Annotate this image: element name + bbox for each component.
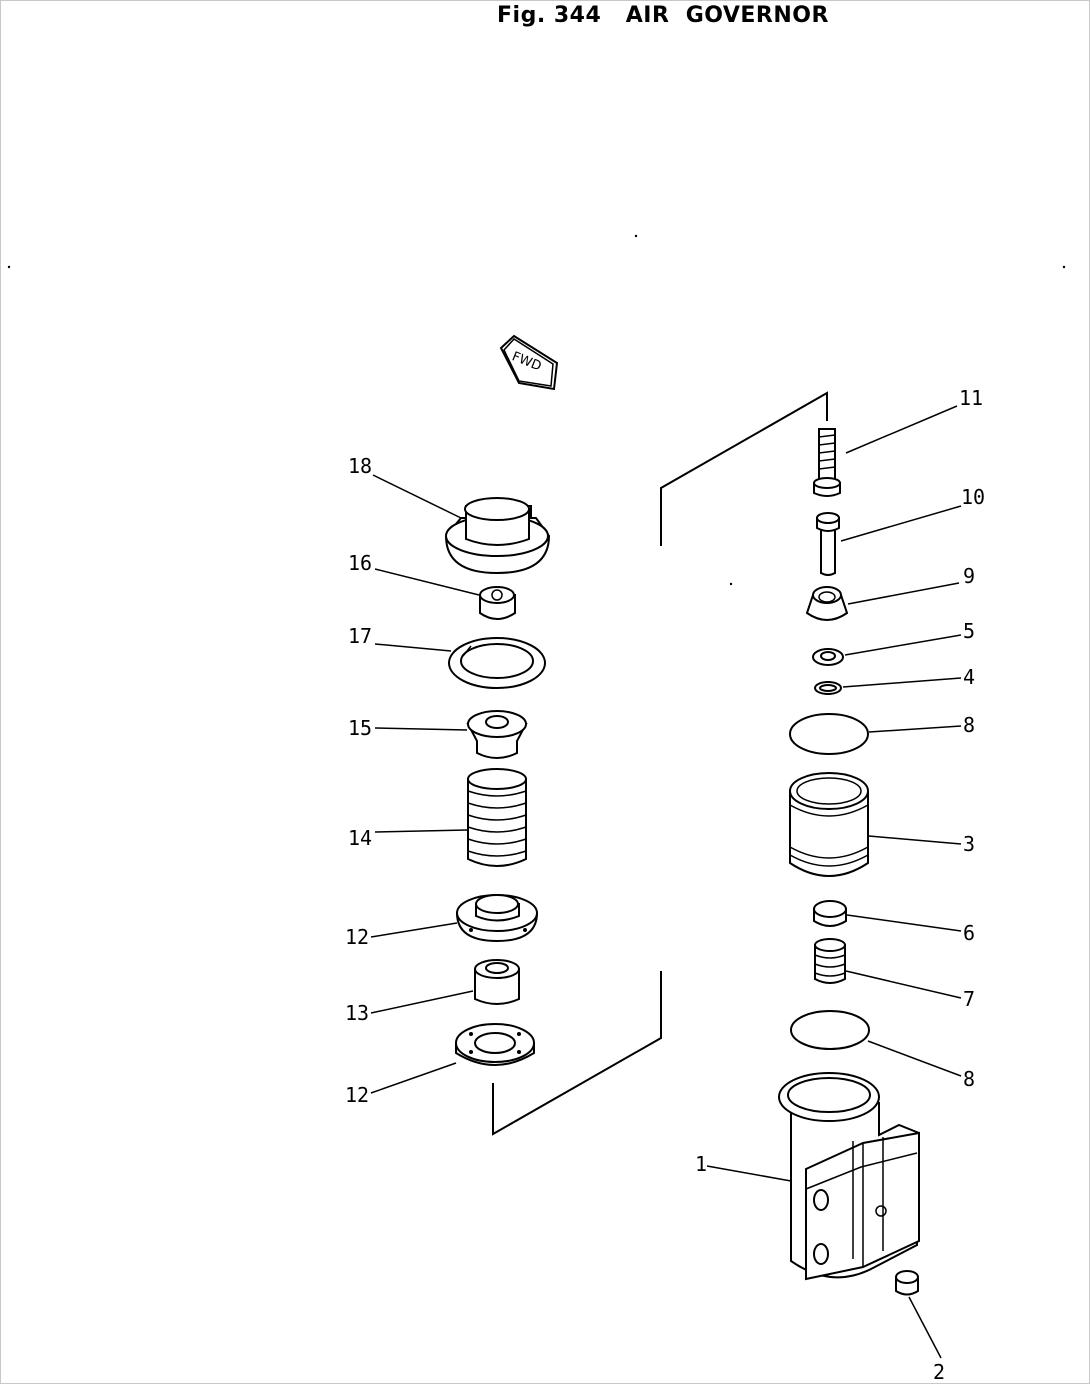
part-14-spring — [467, 768, 527, 867]
figure-title: Fig. 344 AIR GOVERNOR — [497, 3, 829, 28]
callout-5: 5 — [963, 619, 975, 643]
part-5-washer — [812, 648, 844, 666]
callout-12-lower: 12 — [345, 1083, 369, 1107]
callout-17: 17 — [348, 624, 372, 648]
part-7-spring — [814, 938, 846, 984]
assembly-bracket-lower — [492, 971, 662, 1136]
callout-8-lower: 8 — [963, 1067, 975, 1091]
part-9-seat — [805, 586, 849, 621]
part-13-bushing — [474, 959, 520, 1005]
part-1-body — [778, 1072, 921, 1281]
part-16-nut — [479, 586, 516, 620]
part-12-cup-upper — [455, 894, 539, 943]
part-11-bolt — [813, 428, 841, 497]
callout-11: 11 — [959, 386, 983, 410]
callout-10: 10 — [961, 485, 985, 509]
part-6-plug — [813, 900, 847, 927]
callout-16: 16 — [348, 551, 372, 575]
part-2-plug — [895, 1270, 919, 1296]
fwd-arrow-icon: FWD — [499, 334, 559, 391]
callout-1: 1 — [695, 1152, 707, 1176]
callout-7: 7 — [963, 987, 975, 1011]
assembly-bracket-upper — [660, 391, 828, 546]
callout-15: 15 — [348, 716, 372, 740]
part-18-cap — [444, 497, 551, 575]
part-8-o-ring-lower — [790, 1010, 870, 1050]
part-8-o-ring-upper — [789, 713, 869, 755]
callout-8-upper: 8 — [963, 713, 975, 737]
callout-18: 18 — [348, 454, 372, 478]
part-17-snap-ring — [448, 637, 546, 689]
part-3-cylinder — [789, 772, 869, 877]
part-12-plate-lower — [455, 1023, 535, 1066]
part-4-o-ring — [814, 681, 842, 695]
callout-6: 6 — [963, 921, 975, 945]
callout-labels: 18 16 17 15 14 12 13 12 11 10 9 5 4 8 3 … — [345, 386, 985, 1384]
callout-2: 2 — [933, 1360, 945, 1384]
part-15-retainer — [466, 710, 528, 759]
callout-4: 4 — [963, 665, 975, 689]
callout-13: 13 — [345, 1001, 369, 1025]
part-10-pin — [816, 512, 840, 576]
leader-lines — [370, 405, 962, 1359]
callout-12-upper: 12 — [345, 925, 369, 949]
callout-9: 9 — [963, 564, 975, 588]
callout-3: 3 — [963, 832, 975, 856]
callout-14: 14 — [348, 826, 372, 850]
scan-specks — [7, 234, 1066, 586]
